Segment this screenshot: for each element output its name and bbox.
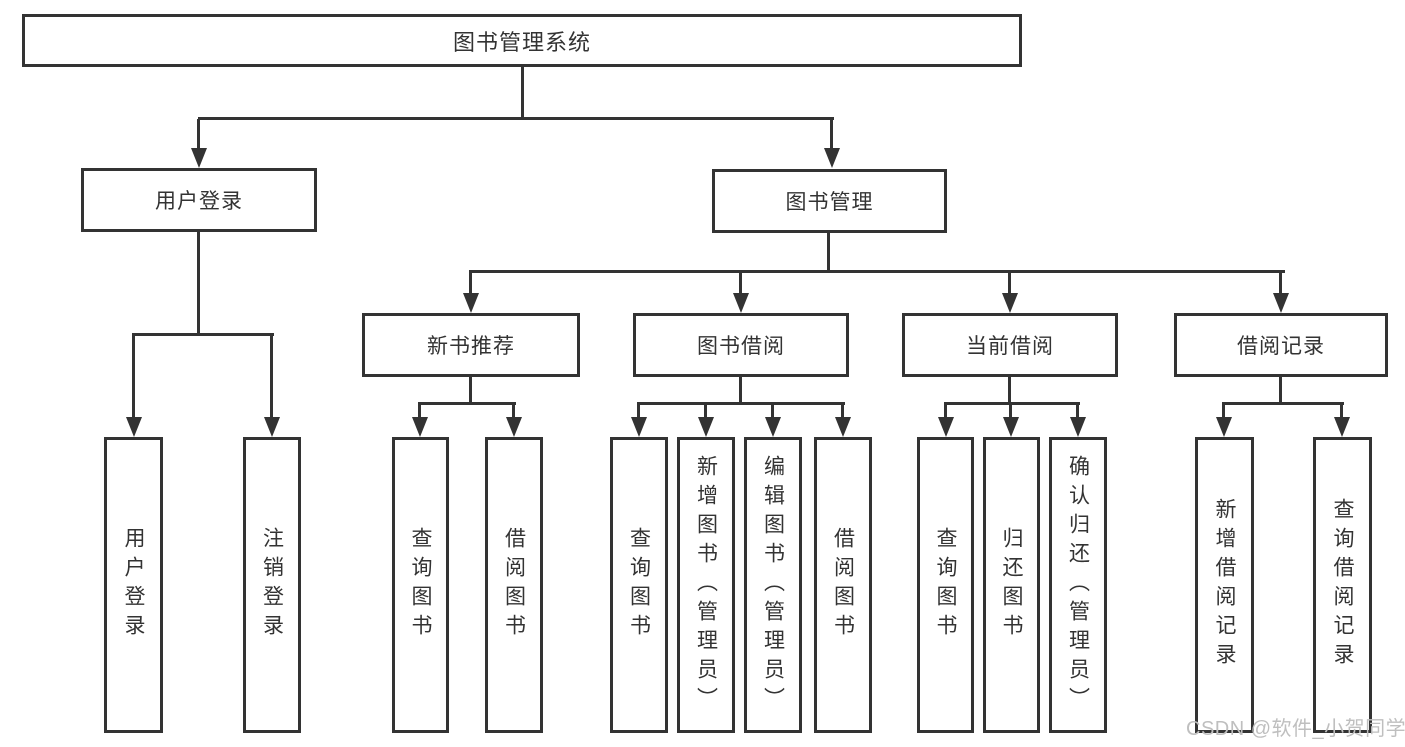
arrow-down-icon — [733, 293, 749, 313]
arrow-down-icon — [412, 417, 428, 437]
arrow-down-icon — [1334, 417, 1350, 437]
arrow-down-icon — [824, 148, 840, 168]
node-label: 图书管理 — [785, 191, 874, 214]
leaf-borrow-books-recommend: 借阅图书 — [485, 437, 543, 733]
watermark: CSDN @软件_小贺同学 — [1186, 718, 1405, 740]
node-label: 注销登录 — [260, 527, 284, 643]
node-label: 归还图书 — [1000, 527, 1023, 643]
node-label: 查询图书 — [934, 527, 957, 643]
connector-line — [1009, 404, 1012, 418]
arrow-down-icon — [126, 417, 142, 437]
arrow-down-icon — [631, 417, 647, 437]
node-label: 借阅图书 — [502, 527, 526, 643]
connector-line — [1076, 404, 1079, 418]
connector-line — [830, 119, 833, 149]
arrow-down-icon — [1273, 293, 1289, 313]
connector-line — [1008, 272, 1011, 295]
arrow-down-icon — [698, 417, 714, 437]
connector-line — [1279, 272, 1282, 295]
connector-line — [197, 119, 200, 149]
leaf-confirm-return-admin: 确认归还（管理员） — [1049, 437, 1107, 733]
connector-line — [418, 402, 516, 405]
node-library-management-system: 图书管理系统 — [22, 14, 1022, 67]
leaf-user-login: 用户登录 — [104, 437, 163, 733]
node-label: 查询图书 — [409, 527, 432, 643]
connector-line — [771, 404, 774, 418]
node-new-book-recommend: 新书推荐 — [362, 313, 580, 377]
node-label: 查询图书 — [627, 527, 651, 643]
leaf-return-book: 归还图书 — [983, 437, 1040, 733]
connector-line — [739, 376, 742, 404]
node-label: 确认归还（管理员） — [1066, 454, 1090, 716]
leaf-query-borrow-record: 查询借阅记录 — [1313, 437, 1372, 733]
node-label: 图书借阅 — [697, 335, 785, 358]
node-current-borrow: 当前借阅 — [902, 313, 1118, 377]
leaf-add-book-admin: 新增图书（管理员） — [677, 437, 735, 733]
arrow-down-icon — [765, 417, 781, 437]
connector-line — [1222, 404, 1225, 418]
node-borrow-records: 借阅记录 — [1174, 313, 1388, 377]
leaf-query-books-current: 查询图书 — [917, 437, 974, 733]
connector-line — [469, 376, 472, 404]
arrow-down-icon — [1216, 417, 1232, 437]
connector-line — [270, 335, 273, 418]
connector-line — [469, 270, 1285, 273]
node-label: 新增图书（管理员） — [694, 454, 718, 716]
node-label: 当前借阅 — [966, 335, 1054, 358]
connector-line — [1340, 404, 1343, 418]
connector-line — [637, 404, 640, 418]
arrow-down-icon — [191, 148, 207, 168]
arrow-down-icon — [835, 417, 851, 437]
node-label: 用户登录 — [122, 527, 145, 643]
arrow-down-icon — [1003, 417, 1019, 437]
connector-line — [418, 404, 421, 418]
arrow-down-icon — [463, 293, 479, 313]
leaf-edit-book-admin: 编辑图书（管理员） — [744, 437, 802, 733]
connector-line — [739, 272, 742, 295]
node-label: 用户登录 — [155, 190, 243, 213]
leaf-query-books-borrow: 查询图书 — [610, 437, 668, 733]
connector-line — [132, 333, 274, 336]
node-label: 查询借阅记录 — [1331, 498, 1354, 672]
leaf-query-books-recommend: 查询图书 — [392, 437, 449, 733]
leaf-borrow-books: 借阅图书 — [814, 437, 872, 733]
connector-line — [841, 404, 844, 418]
connector-line — [944, 402, 1080, 405]
connector-line — [1222, 402, 1344, 405]
node-label: 借阅图书 — [831, 527, 855, 643]
connector-line — [827, 232, 830, 272]
node-label: 图书管理系统 — [452, 29, 591, 55]
arrow-down-icon — [938, 417, 954, 437]
node-label: 借阅记录 — [1237, 335, 1325, 358]
connector-line — [469, 272, 472, 295]
node-book-management: 图书管理 — [712, 169, 947, 233]
leaf-logout: 注销登录 — [243, 437, 301, 733]
node-label: 新书推荐 — [427, 335, 515, 358]
connector-line — [944, 404, 947, 418]
node-book-borrow: 图书借阅 — [633, 313, 849, 377]
connector-line — [521, 66, 524, 119]
node-label: 新增借阅记录 — [1213, 498, 1236, 672]
leaf-add-borrow-record: 新增借阅记录 — [1195, 437, 1254, 733]
connector-line — [704, 404, 707, 418]
arrow-down-icon — [1002, 293, 1018, 313]
node-label: 编辑图书（管理员） — [761, 454, 785, 716]
connector-line — [1279, 376, 1282, 404]
connector-line — [132, 335, 135, 418]
connector-line — [512, 404, 515, 418]
connector-line — [197, 231, 200, 335]
arrow-down-icon — [264, 417, 280, 437]
arrow-down-icon — [506, 417, 522, 437]
connector-line — [637, 402, 845, 405]
connector-line — [198, 117, 834, 120]
node-user-login: 用户登录 — [81, 168, 317, 232]
arrow-down-icon — [1070, 417, 1086, 437]
connector-line — [1008, 376, 1011, 404]
